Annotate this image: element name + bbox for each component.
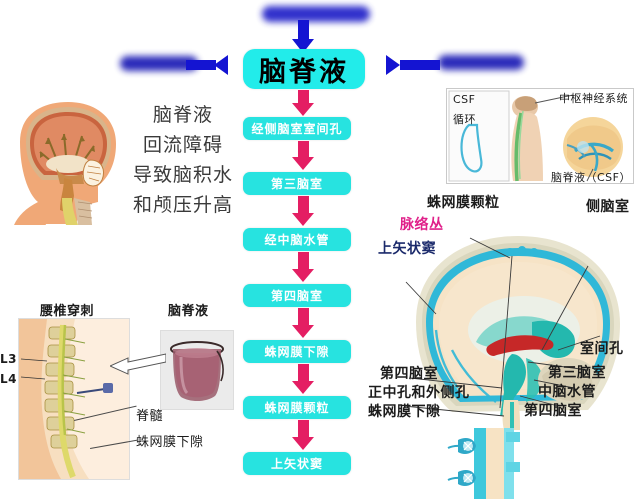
csf-inset-title-line1: CSF xyxy=(453,93,476,106)
flow-node-6[interactable]: 蛛网膜颗粒 xyxy=(243,396,351,419)
blue-arrow-right-head xyxy=(386,55,400,75)
blue-arrow-right-stem xyxy=(400,60,440,70)
blue-arrow-left-stem xyxy=(186,60,216,70)
flow-node-7[interactable]: 上矢状窦 xyxy=(243,452,351,475)
csf-circulation-inset: CSF 循环 中枢神经系统 脑脊液（CSF） xyxy=(446,88,634,184)
blurred-text-left xyxy=(120,56,198,71)
flow-node-2[interactable]: 第三脑室 xyxy=(243,172,351,195)
label-cerebral-aqueduct: 中脑水管 xyxy=(538,384,596,400)
flow-arrow-3-stem xyxy=(298,196,309,214)
left-text-line-1: 脑脊液 xyxy=(152,104,213,126)
brain-cross-section-illustration xyxy=(403,236,620,430)
flow-node-1[interactable]: 经侧脑室室间孔 xyxy=(243,117,351,140)
head-sagittal-illustration xyxy=(14,102,116,225)
label-central-nervous-system: 中枢神经系统 xyxy=(559,92,628,105)
flow-arrow-3-head xyxy=(292,213,314,226)
flow-arrow-1-head xyxy=(292,103,314,116)
label-fourth-ventricle-right: 第四脑室 xyxy=(524,403,582,419)
left-text-line-4: 和颅压升高 xyxy=(132,194,233,216)
label-lateral-ventricle: 侧脑室 xyxy=(586,199,630,215)
flow-arrow-5-head xyxy=(292,325,314,338)
csf-inset-title-line2: 循环 xyxy=(453,113,476,126)
flow-node-5[interactable]: 蛛网膜下隙 xyxy=(243,340,351,363)
flow-node-main[interactable]: 脑脊液 xyxy=(243,49,365,89)
left-text-line-3: 导致脑积水 xyxy=(132,164,233,186)
label-fourth-ventricle-left: 第四脑室 xyxy=(380,366,438,382)
blue-arrow-top-stem xyxy=(298,20,309,40)
label-csf-fluid: 脑脊液（CSF） xyxy=(551,171,631,184)
flow-arrow-1-stem xyxy=(298,90,309,104)
lumbar-puncture-illustration xyxy=(18,318,130,480)
blue-arrow-left-head xyxy=(214,55,228,75)
flow-node-3[interactable]: 经中脑水管 xyxy=(243,228,351,251)
flow-arrow-7-head xyxy=(292,437,314,450)
flow-node-4[interactable]: 第四脑室 xyxy=(243,284,351,307)
label-median-lateral-apertures: 正中孔和外侧孔 xyxy=(368,385,470,401)
csf-circulation-figure xyxy=(447,89,633,183)
blurred-text-right xyxy=(438,55,524,70)
label-subarachnoid-space-brain: 蛛网膜下隙 xyxy=(368,404,441,420)
label-third-ventricle: 第三脑室 xyxy=(548,365,606,381)
beaker-title: 脑脊液 xyxy=(168,304,209,319)
label-superior-sagittal-sinus: 上矢状窦 xyxy=(378,241,436,257)
label-subarachnoid-space-left: 蛛网膜下隙 xyxy=(136,435,204,450)
flow-arrow-4-stem xyxy=(298,252,309,270)
vertebra-label-l4: L4 xyxy=(0,372,17,386)
flow-arrow-2-stem xyxy=(298,141,309,158)
vertebra-label-l3: L3 xyxy=(0,352,17,366)
lumbar-puncture-title: 腰椎穿刺 xyxy=(40,304,95,319)
sample-transfer-arrow xyxy=(110,353,166,375)
flow-arrow-2-head xyxy=(292,157,314,170)
left-text-line-2: 回流障碍 xyxy=(142,134,223,156)
flow-arrow-7-stem xyxy=(298,420,309,438)
flow-arrow-6-stem xyxy=(298,364,309,382)
flow-arrow-5-stem xyxy=(298,308,309,326)
spinal-cord-illustration xyxy=(447,428,520,499)
csf-beaker-illustration xyxy=(160,330,234,410)
blurred-text-top xyxy=(262,6,370,22)
label-arachnoid-granulation: 蛛网膜颗粒 xyxy=(427,195,500,211)
label-interventricular-foramen: 室间孔 xyxy=(580,341,624,357)
flow-arrow-6-head xyxy=(292,381,314,394)
left-annotation-text: 脑脊液 回流障碍 导致脑积水 和颅压升高 xyxy=(128,100,238,220)
label-spinal-cord: 脊髓 xyxy=(136,409,164,424)
flow-arrow-4-head xyxy=(292,269,314,282)
label-choroid-plexus: 脉络丛 xyxy=(400,217,444,233)
